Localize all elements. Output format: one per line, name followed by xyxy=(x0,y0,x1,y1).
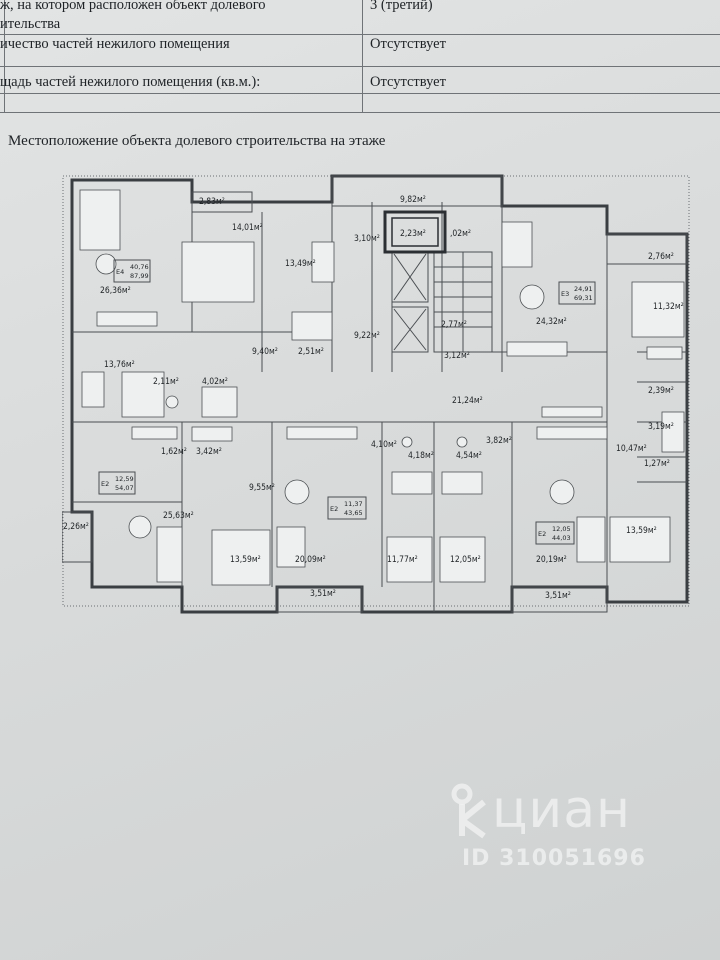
apartment-type: Е2 xyxy=(101,480,109,488)
info-table: ж, на котором расположен объект долевого… xyxy=(0,0,720,118)
row-value: Отсутствует xyxy=(370,36,446,52)
room-area: 3,42м² xyxy=(196,447,222,457)
room-area: 13,59м² xyxy=(230,555,261,565)
table-left-border xyxy=(4,0,5,112)
room-area: 20,09м² xyxy=(295,555,326,565)
apartment-area: 43,65 xyxy=(344,509,363,517)
room-area: 10,47м² xyxy=(616,444,647,454)
room-area: 4,18м² xyxy=(408,451,434,461)
room-area: ,02м² xyxy=(450,229,471,239)
room-area: 11,77м² xyxy=(387,555,418,565)
table-bottom-border xyxy=(0,112,720,113)
row-value: Отсутствует xyxy=(370,74,446,90)
cian-logo-icon xyxy=(451,783,486,839)
room-area: 21,24м² xyxy=(452,396,483,406)
floor-plan-drawing: 2,83м² 14,01м² 13,49м² 3,10м² 9,82м² 2,2… xyxy=(62,174,690,614)
room-area: 3,82м² xyxy=(486,436,512,446)
room-area: 1,62м² xyxy=(161,447,187,457)
room-area: 3,51м² xyxy=(310,589,336,599)
room-area: 2,77м² xyxy=(441,320,467,330)
row-label: щадь частей нежилого помещения (кв.м.): xyxy=(0,74,261,90)
apartment-type: Е3 xyxy=(561,290,569,298)
apartment-area: 40,76 xyxy=(130,263,149,271)
room-area: 2,51м² xyxy=(298,347,324,357)
room-area: 26,36м² xyxy=(100,286,131,296)
watermark-brand: циан xyxy=(492,780,632,840)
apartment-area: 87,99 xyxy=(130,272,149,280)
room-area: 1,27м² xyxy=(644,459,670,469)
room-area: 24,32м² xyxy=(536,317,567,327)
room-area: 3,12м² xyxy=(444,351,470,361)
room-area: 14,01м² xyxy=(232,223,263,233)
room-area: 25,63м² xyxy=(163,511,194,521)
apartment-area: 11,37 xyxy=(344,500,363,508)
section-caption: Местоположение объекта долевого строител… xyxy=(8,133,386,149)
room-area: 2,26м² xyxy=(63,522,89,532)
row-label: ж, на котором расположен объект долевого xyxy=(0,0,266,13)
apartment-area: 12,05 xyxy=(552,525,571,533)
row-label: ичество частей нежилого помещения xyxy=(0,36,230,52)
apartment-type: Е4 xyxy=(116,268,124,276)
room-area: 12,05м² xyxy=(450,555,481,565)
room-area: 2,11м² xyxy=(153,377,179,387)
room-area: 20,19м² xyxy=(536,555,567,565)
room-area: 9,55м² xyxy=(249,483,275,493)
room-area: 11,32м² xyxy=(653,302,684,312)
table-divider xyxy=(0,34,720,35)
room-area: 3,10м² xyxy=(354,234,380,244)
room-area: 2,83м² xyxy=(199,197,225,207)
room-area: 9,40м² xyxy=(252,347,278,357)
room-area: 13,76м² xyxy=(104,360,135,370)
room-area: 2,23м² xyxy=(400,229,426,239)
row-label: ительства xyxy=(0,16,61,32)
room-area: 9,82м² xyxy=(400,195,426,205)
room-area: 3,19м² xyxy=(648,422,674,432)
room-area: 4,02м² xyxy=(202,377,228,387)
room-area: 2,39м² xyxy=(648,386,674,396)
room-area: 2,76м² xyxy=(648,252,674,262)
watermark-id: ID 310051696 xyxy=(462,846,646,871)
room-area: 4,54м² xyxy=(456,451,482,461)
apartment-type: Е2 xyxy=(538,530,546,538)
apartment-area: 12,59 xyxy=(115,475,134,483)
floor-plan: 2,83м² 14,01м² 13,49м² 3,10м² 9,82м² 2,2… xyxy=(62,172,692,614)
room-area: 13,49м² xyxy=(285,259,316,269)
apartment-type: Е2 xyxy=(330,505,338,513)
room-area: 3,51м² xyxy=(545,591,571,601)
room-area: 9,22м² xyxy=(354,331,380,341)
apartment-area: 69,31 xyxy=(574,294,593,302)
room-area: 13,59м² xyxy=(626,526,657,536)
table-divider xyxy=(0,66,720,67)
apartment-area: 44,03 xyxy=(552,534,571,542)
table-divider xyxy=(0,93,720,94)
row-value: 3 (третий) xyxy=(370,0,433,13)
room-area: 4,10м² xyxy=(371,440,397,450)
cian-watermark: циан ID 310051696 xyxy=(448,780,678,880)
apartment-area: 24,91 xyxy=(574,285,593,293)
table-column-divider xyxy=(362,0,363,112)
apartment-area: 54,07 xyxy=(115,484,134,492)
